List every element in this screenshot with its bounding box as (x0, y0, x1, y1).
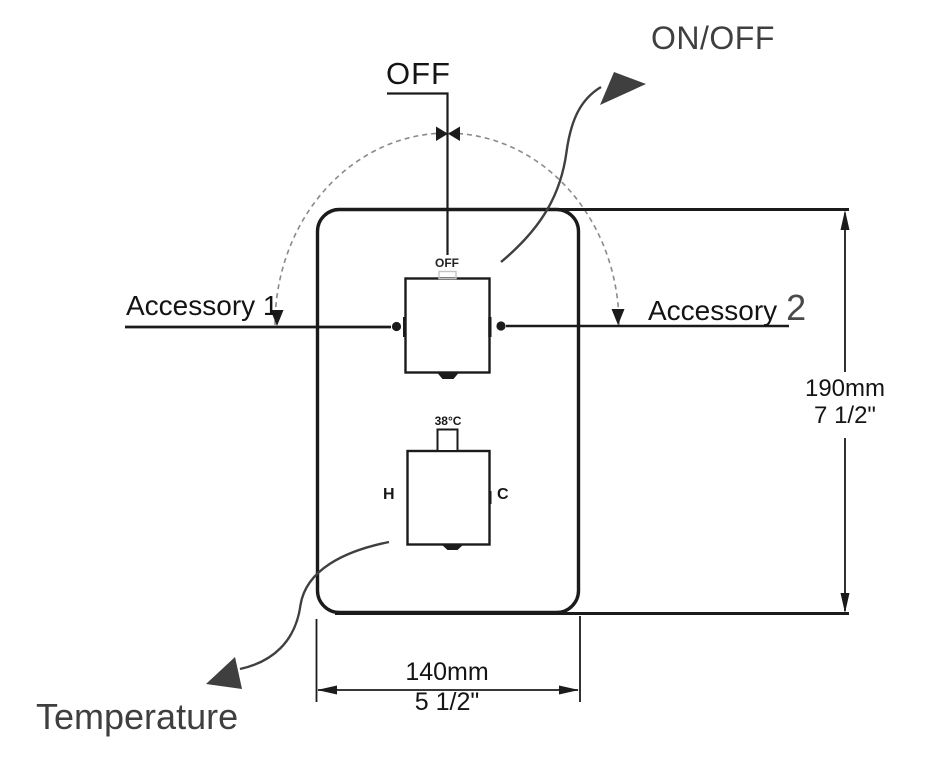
accessory2-label: Accessory 2 (648, 289, 806, 327)
off-label: OFF (386, 56, 451, 91)
onoff-knob-right-tick (488, 317, 492, 337)
cold-label: C (497, 486, 509, 503)
temperature-callout-curve (239, 540, 390, 671)
onoff-knob-bottom-notch (437, 372, 459, 379)
onoff-callout-curve (500, 85, 602, 263)
arc-right-arrowhead (611, 309, 625, 325)
accessory2-dot (496, 321, 506, 331)
onoff-knob-top-tab (438, 270, 457, 280)
accessory2-number: 2 (786, 287, 807, 328)
temperature-knob-bottom-notch (441, 544, 464, 550)
onoff-callout-arrowhead (600, 72, 646, 105)
temperature-knob-right-tick (488, 491, 492, 504)
accessory1-label: Accessory 1 (126, 290, 279, 321)
temperature-knob (406, 449, 491, 546)
hot-label: H (383, 486, 395, 503)
height-dim-arrow-down (840, 593, 850, 613)
height-dimension-metric: 190mm (804, 375, 886, 402)
arc-left-arrowhead (270, 310, 284, 326)
temperature-knob-top-tab (436, 428, 459, 452)
temperature-label: Temperature (36, 696, 239, 737)
accessory1-dot (391, 321, 402, 332)
height-dimension-imperial: 7 1/2" (814, 402, 876, 429)
off-valve-mark-left (436, 126, 448, 141)
rotation-arc (274, 132, 620, 326)
temperature-knob-setpoint: 38°C (434, 414, 462, 428)
onoff-knob-label: OFF (435, 256, 459, 270)
accessory2-word: Accessory (648, 295, 778, 326)
off-leader-line (387, 92, 449, 255)
height-dim-arrow-up (840, 210, 850, 230)
width-dim-arrow-left (317, 685, 337, 695)
onoff-knob-left-tick (403, 317, 407, 337)
on-off-label: ON/OFF (651, 20, 775, 56)
onoff-knob (404, 277, 491, 374)
width-dim-arrow-right (559, 685, 579, 695)
width-dimension-imperial: 5 1/2" (414, 688, 480, 716)
height-dimension-text: 190mm 7 1/2" (805, 375, 885, 429)
temperature-callout-arrowhead (206, 657, 242, 689)
off-valve-mark-right (448, 126, 460, 141)
width-dimension-metric: 140mm (405, 658, 489, 686)
